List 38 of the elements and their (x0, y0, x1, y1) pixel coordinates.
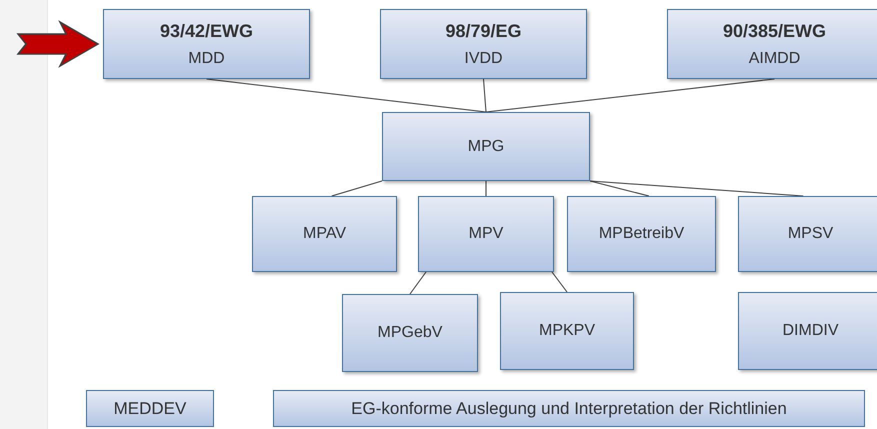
process-box (103, 9, 310, 79)
process-box (567, 196, 716, 272)
process-box (667, 9, 877, 79)
process-box (382, 112, 590, 181)
directive-number: 93/42/EWG (160, 20, 254, 42)
connector-line (410, 272, 426, 294)
box-label: MPAV (303, 225, 346, 243)
box-label: MDD (188, 50, 225, 68)
process-box (418, 196, 554, 272)
connector-line (590, 180, 804, 196)
process-box (738, 292, 877, 370)
connector-line (206, 78, 486, 112)
process-box (252, 196, 397, 272)
process-box (380, 9, 587, 79)
connector-line (483, 78, 486, 112)
connector-line (486, 78, 775, 112)
directive-number: 90/385/EWG (722, 20, 826, 42)
process-box (273, 390, 865, 427)
process-box (342, 294, 478, 372)
box-label: MEDDEV (114, 398, 186, 418)
box-label: MPBetreibV (598, 225, 684, 243)
process-box (86, 390, 214, 427)
box-label: MPV (468, 225, 504, 243)
process-box (500, 292, 634, 370)
box-label: MPKPV (538, 322, 595, 340)
box-label: MPSV (788, 225, 834, 243)
box-label: MPG (468, 138, 504, 156)
directive-number: 98/79/EG (445, 20, 522, 42)
block-arrow (16, 20, 100, 68)
box-label: AIMDD (748, 50, 800, 68)
connector-line (590, 180, 650, 196)
connector-line (552, 272, 568, 292)
box-label: IVDD (464, 50, 503, 68)
process-box (738, 196, 877, 272)
box-label: DIMDIV (782, 322, 838, 340)
box-label: MPGebV (378, 324, 442, 342)
box-label: EG-konforme Auslegung und Interpretation der Richtlinien (351, 398, 787, 418)
connector-line (331, 180, 382, 196)
